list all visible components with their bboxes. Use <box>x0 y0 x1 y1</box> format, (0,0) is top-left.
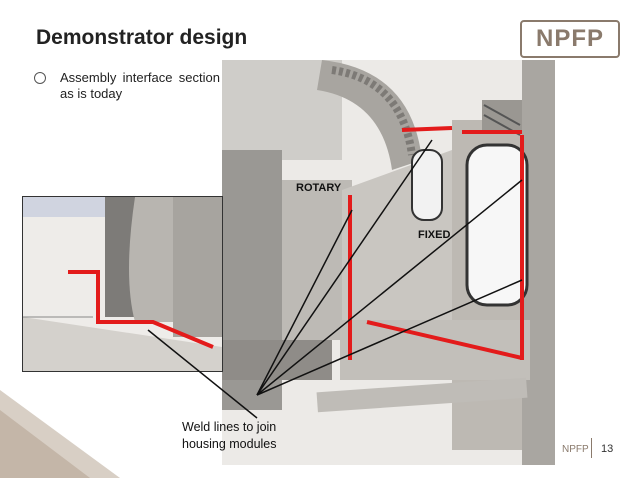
bullet-item: Assembly interface section as is today <box>34 70 220 102</box>
rotary-label: ROTARY <box>296 182 342 194</box>
footer-name: NPFP <box>562 444 589 455</box>
page-title: Demonstrator design <box>36 26 248 49</box>
bullet-circle-icon <box>34 72 46 84</box>
corner-decoration <box>0 390 120 478</box>
footer-divider <box>591 438 592 458</box>
bullet-text: Assembly interface section as is today <box>60 70 220 101</box>
page-number: 13 <box>601 443 614 455</box>
inset-detail-image <box>22 196 223 372</box>
weld-lines-note: Weld lines to join housing modules <box>182 420 277 451</box>
npfp-logo: NPFP <box>520 20 620 58</box>
fixed-label: FIXED <box>418 229 451 241</box>
cad-assembly-image <box>222 60 555 465</box>
